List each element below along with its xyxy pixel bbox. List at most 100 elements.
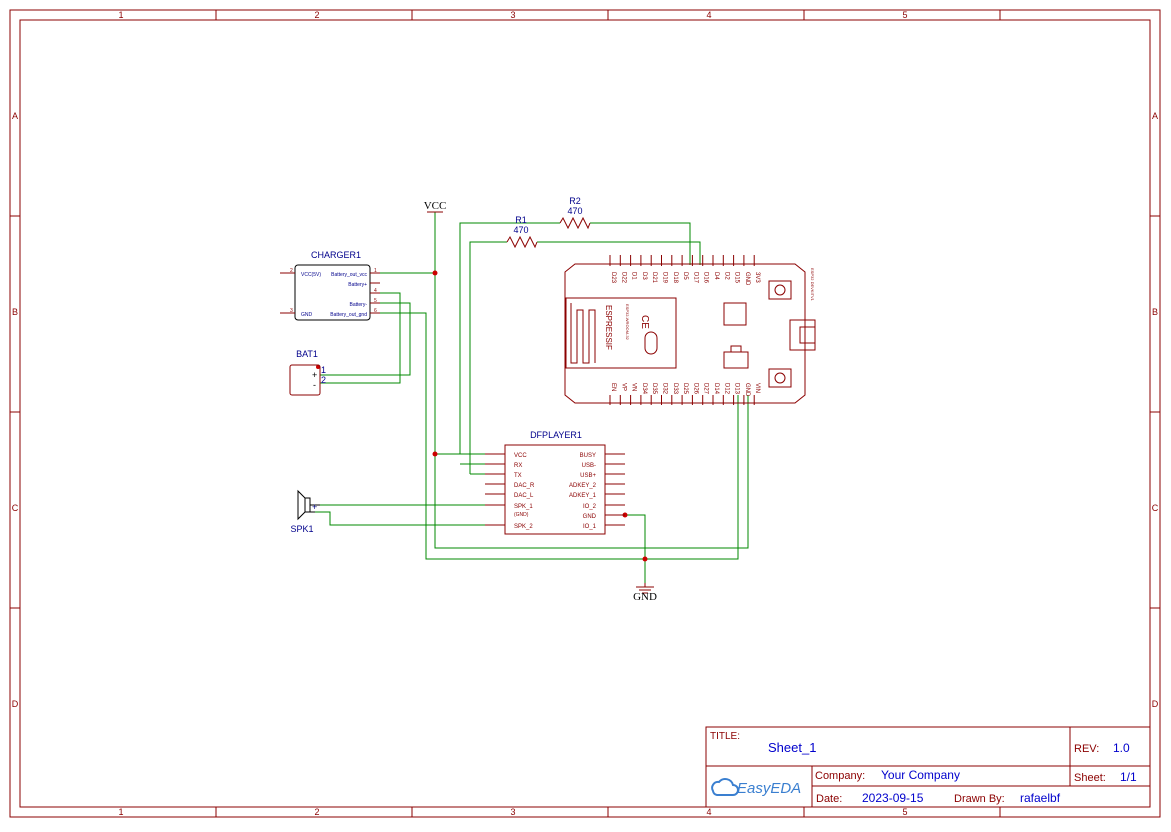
dfplayer-pin-spk1: SPK_1 — [514, 504, 533, 510]
dfplayer-pin-busy: BUSY — [580, 453, 596, 459]
resistor-r1[interactable]: R1 470 — [506, 215, 538, 249]
r1-ref: R1 — [515, 215, 527, 225]
esp32-top-pin-label: D15 — [734, 272, 740, 284]
esp32-bottom-pin-label: EN — [610, 383, 616, 391]
dfplayer-pin-gnd: GND — [583, 514, 597, 520]
charger-module[interactable]: CHARGER1 VCC(5V) GND Battery_out_vcc Bat… — [280, 250, 380, 321]
speaker-ref: SPK1 — [290, 524, 313, 534]
rev-value: 1.0 — [1113, 741, 1130, 755]
charger-pin-number: 5 — [374, 298, 377, 304]
esp32-top-pin-label: D1 — [631, 272, 637, 280]
wire-r2-left[interactable] — [459, 222, 560, 454]
esp32-bottom-pin-label: D26 — [692, 383, 698, 395]
esp32-top-pin-label: D16 — [703, 272, 709, 284]
dfplayer-pin-rx: RX — [514, 463, 522, 469]
cloud-icon — [711, 778, 739, 796]
battery-pin2: 2 — [321, 375, 326, 385]
junction-dot — [642, 556, 648, 562]
wire-gnd-esp32[interactable] — [371, 312, 739, 560]
dfplayer-ref: DFPLAYER1 — [530, 430, 582, 440]
resistor-r2[interactable]: R2 470 — [559, 196, 591, 230]
dfplayer-pin-adkey2: ADKEY_2 — [569, 483, 597, 489]
charger-pin-number: 4 — [374, 288, 377, 294]
charger-pin-battery-plus: Battery+ — [348, 282, 367, 288]
ce-mark-icon: CE — [639, 315, 650, 329]
esp32-bottom-pin-label: VP — [620, 383, 626, 391]
regulator-icon — [723, 351, 749, 369]
col-label-bottom: 4 — [706, 807, 711, 817]
esp32-bottom-pin-label: D25 — [682, 383, 688, 395]
charger-pin-number: 3 — [290, 308, 293, 314]
row-label-left: B — [12, 307, 18, 317]
wire-r1-right[interactable] — [537, 241, 701, 265]
company-label: Company: — [815, 770, 865, 782]
junction-dot — [316, 365, 320, 369]
logo-text: EasyEDA — [737, 780, 801, 797]
col-label-bottom: 2 — [314, 807, 319, 817]
vcc-label: VCC — [424, 200, 447, 212]
inner-border — [19, 19, 1151, 808]
charger-pin-vcc5v: VCC(5V) — [301, 272, 321, 278]
drawing-frame: 1 2 3 4 5 1 2 3 4 5 A B C D A B C D — [9, 9, 1161, 818]
esp32-bottom-pin-label: D32 — [662, 383, 668, 395]
boot-button — [768, 368, 792, 388]
sheet-label: Sheet: — [1074, 772, 1106, 784]
dfplayer-pin-vcc: VCC — [514, 453, 527, 459]
esp32-top-pin-label: D18 — [672, 272, 678, 284]
battery[interactable]: BAT1 + - 1 2 — [289, 349, 326, 396]
battery-pin1: 1 — [321, 365, 326, 375]
esp32-bottom-pin-label: GND — [744, 383, 750, 397]
esp32-bottom-pin-label: VIN — [754, 383, 760, 393]
row-label-left: D — [12, 699, 19, 709]
row-label-right: A — [1152, 111, 1158, 121]
charger-pin-number: 2 — [290, 268, 293, 274]
wire-battery-plus[interactable] — [320, 302, 411, 376]
charger-pin-number: 1 — [374, 268, 377, 274]
esp32-bottom-pin-label: D14 — [713, 383, 719, 395]
wire-r2-right[interactable] — [590, 222, 691, 265]
r1-value: 470 — [513, 225, 528, 235]
title-value: Sheet_1 — [768, 740, 816, 755]
charger-pin-battery-minus: Battery- — [349, 302, 367, 308]
en-button — [768, 280, 792, 300]
wire-battery-minus[interactable] — [320, 292, 401, 384]
vcc-symbol[interactable]: VCC — [424, 200, 447, 213]
speaker-plus: + — [312, 502, 317, 512]
junction-dot — [432, 270, 438, 276]
row-label-left: A — [12, 111, 18, 121]
gnd-symbol[interactable]: GND — [633, 583, 657, 603]
wire-speaker-2[interactable] — [315, 511, 505, 526]
esp32-bottom-pin-label: D27 — [703, 383, 709, 395]
wire-r1-left[interactable] — [469, 241, 507, 474]
esp32-bottom-pin-label: D13 — [734, 383, 740, 395]
wire-vcc-vin[interactable] — [434, 212, 749, 549]
esp32-top-pin-label: D5 — [682, 272, 688, 280]
esp32-top-pin-label: D17 — [692, 272, 698, 284]
battery-minus-sign: - — [313, 380, 316, 390]
esp32-top-pin-label: D19 — [662, 272, 668, 284]
usb-connector-icon — [789, 319, 816, 351]
dfplayer-module[interactable]: DFPLAYER1 VCC RX TX DAC_R DAC_L SPK_1 (G… — [485, 430, 625, 535]
esp32-bottom-pin-label: VN — [631, 383, 637, 391]
date-label: Date: — [816, 793, 842, 805]
r2-ref: R2 — [569, 196, 581, 206]
esp32-top-pin-label: D21 — [651, 272, 657, 284]
speaker-body — [304, 497, 311, 513]
speaker[interactable]: + SPK1 — [290, 489, 320, 534]
battery-body — [289, 364, 321, 396]
company-value: Your Company — [881, 768, 960, 782]
outer-border — [9, 9, 1161, 818]
esp32-top-pin-label: GND — [744, 272, 750, 286]
esp32-bottom-pin-label: D33 — [672, 383, 678, 395]
junctions — [316, 270, 648, 562]
col-label-bottom: 1 — [118, 807, 123, 817]
charger-pin-gnd: GND — [301, 312, 313, 318]
esp32-board-name: ESP32 DEVKITV1 — [810, 268, 815, 302]
rev-label: REV: — [1074, 743, 1099, 755]
battery-plus-sign: + — [312, 370, 317, 380]
dfplayer-pin-tx: TX — [514, 473, 522, 479]
